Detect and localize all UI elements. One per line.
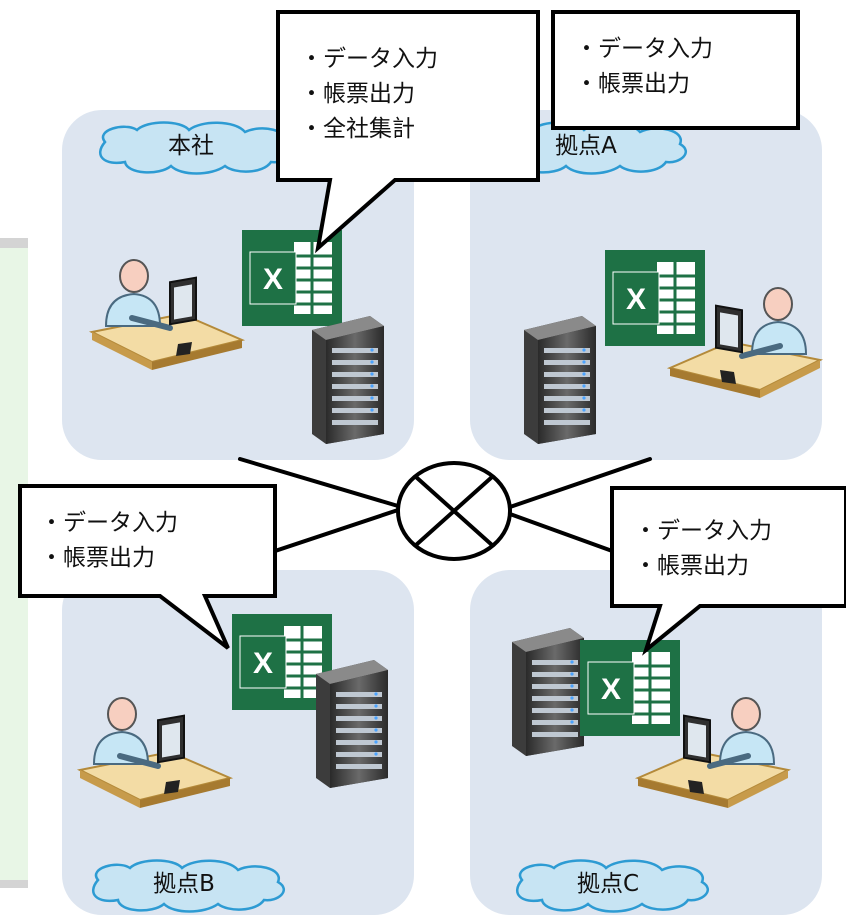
link-hq (238, 457, 400, 508)
svg-text:・データ入力: ・データ入力 (40, 510, 178, 536)
site-a-cloud-label: 拠点A (493, 121, 688, 175)
link-c (508, 512, 628, 558)
hq-callout: ・データ入力 ・帳票出力 ・全社集計 (276, 10, 540, 254)
site-b-cloud-label: 拠点B (91, 859, 286, 913)
svg-text:・帳票出力: ・帳票出力 (300, 81, 415, 107)
server-rack-icon (512, 628, 584, 756)
left-edge-panel-top (0, 238, 28, 248)
network-hub-icon (396, 461, 512, 561)
excel-icon (240, 228, 344, 328)
svg-text:・帳票出力: ・帳票出力 (575, 71, 690, 97)
svg-text:拠点B: 拠点B (153, 871, 215, 897)
svg-text:拠点A: 拠点A (555, 133, 617, 159)
svg-text:・データ入力: ・データ入力 (575, 36, 713, 62)
excel-icon (603, 248, 707, 348)
svg-text:・帳票出力: ・帳票出力 (40, 545, 155, 571)
site-b-callout: ・データ入力 ・帳票出力 (18, 484, 277, 650)
left-edge-panel-bottom (0, 880, 28, 888)
svg-text:・帳票出力: ・帳票出力 (634, 553, 749, 579)
hq-cloud-label: 本社 (98, 121, 293, 175)
server-rack-icon (316, 660, 388, 788)
svg-text:本社: 本社 (168, 133, 214, 159)
server-rack-icon (524, 316, 596, 444)
site-a-callout: ・データ入力 ・帳票出力 (551, 10, 800, 130)
site-c-callout: ・データ入力 ・帳票出力 (610, 486, 846, 656)
link-a (508, 457, 652, 509)
site-c-cloud-label: 拠点C (515, 859, 710, 913)
svg-text:・データ入力: ・データ入力 (300, 46, 438, 72)
server-rack-icon (312, 316, 384, 444)
excel-icon (578, 638, 682, 738)
svg-text:・データ入力: ・データ入力 (634, 518, 772, 544)
svg-text:拠点C: 拠点C (577, 871, 639, 897)
svg-text:・全社集計: ・全社集計 (300, 116, 415, 142)
